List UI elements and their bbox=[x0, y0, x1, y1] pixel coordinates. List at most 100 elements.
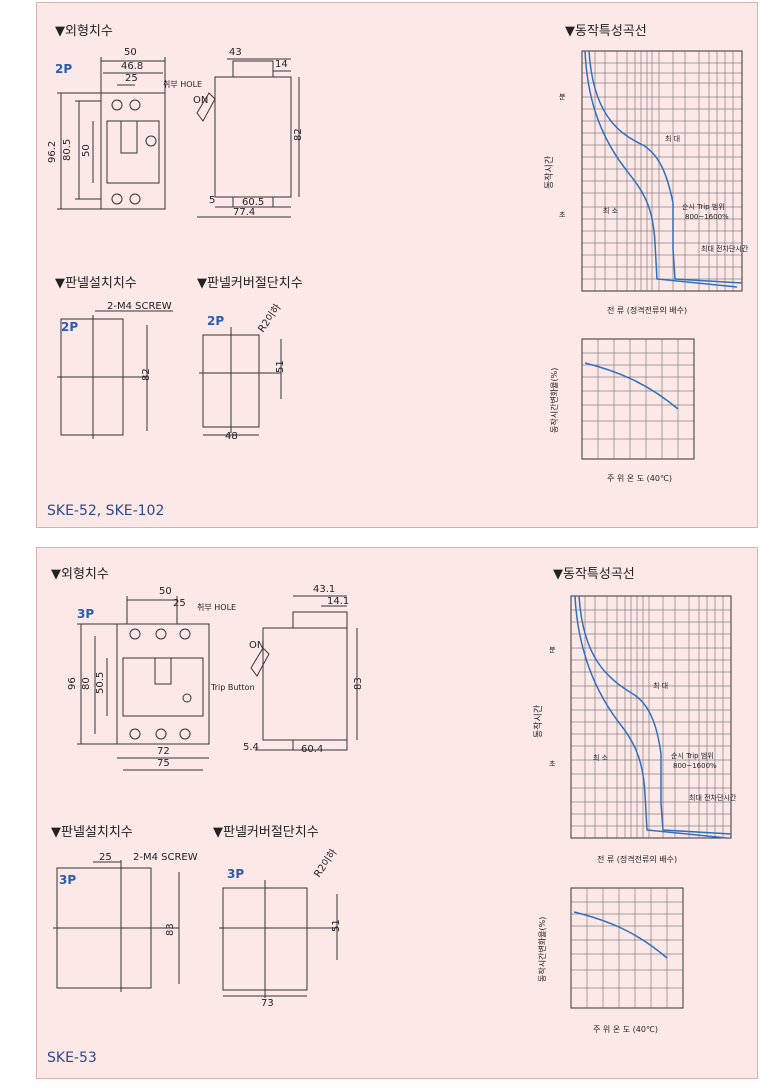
hole-label-2: 취부 HOLE bbox=[197, 603, 236, 612]
trip-range: 800~1600% bbox=[685, 213, 729, 221]
radius-label-2: R2이하 bbox=[311, 846, 340, 879]
side-view bbox=[196, 58, 300, 218]
y-axis-label: 동작시간 bbox=[544, 156, 555, 189]
x-axis-label: 전 류 (정격전류의 배수) bbox=[607, 305, 687, 315]
dim-73: 73 bbox=[261, 998, 274, 1009]
spec-panel-ske53: ▼외형치수 ▼동작특성곡선 ▼판넬설치치수 ▼판넬커버절단치수 50 25 취부… bbox=[36, 547, 758, 1079]
hole-label: 취부 HOLE bbox=[163, 80, 202, 89]
trip-button-label: Trip Button bbox=[210, 683, 255, 692]
on-label-2: ON bbox=[249, 640, 264, 651]
trip-curve-chart-2 bbox=[570, 595, 732, 839]
dim-72: 72 bbox=[157, 746, 170, 757]
dim-43-1: 43.1 bbox=[313, 584, 335, 595]
pole-label-cut: 2P bbox=[207, 314, 224, 328]
temp-y-label: 동작시간변화율(%) bbox=[549, 368, 559, 433]
dim-77-4: 77.4 bbox=[233, 207, 255, 218]
heading-curve-2: ▼동작특성곡선 bbox=[553, 567, 635, 582]
max-label-2: 최 대 bbox=[653, 681, 668, 690]
panel-cut-view-2 bbox=[219, 880, 338, 998]
dim-83-install: 83 bbox=[165, 923, 176, 936]
heading-outline: ▼외형치수 bbox=[55, 24, 113, 39]
dim-80-5: 80.5 bbox=[62, 139, 73, 161]
pole-label-2: 3P bbox=[77, 607, 94, 621]
front-view bbox=[57, 57, 166, 210]
dim-96-2: 96.2 bbox=[47, 141, 58, 163]
trip-range-2: 800~1600% bbox=[673, 762, 717, 770]
dim-82: 82 bbox=[293, 128, 304, 141]
dim-50-left: 50 bbox=[81, 144, 92, 157]
dim-46-8: 46.8 bbox=[121, 61, 143, 72]
heading-panel-install-2: ▼판넬설치치수 bbox=[51, 825, 133, 840]
y-axis-label-2: 동작시간 bbox=[533, 705, 544, 738]
screw-label-2: 2-M4 SCREW bbox=[133, 852, 198, 863]
dim-25-2: 25 bbox=[173, 598, 186, 609]
heading-panel-cut: ▼판넬커버절단치수 bbox=[197, 276, 303, 291]
temp-y-label-2: 동작시간변화율(%) bbox=[537, 917, 547, 982]
dim-51: 51 bbox=[275, 360, 286, 373]
panel-install-view-2 bbox=[53, 860, 180, 992]
x-axis-label-2: 전 류 (정격전류의 배수) bbox=[597, 854, 677, 864]
dim-14-1: 14.1 bbox=[327, 596, 349, 607]
min-curve bbox=[584, 50, 738, 288]
pole-label-install: 2P bbox=[61, 320, 78, 334]
radius-label: R2이하 bbox=[255, 301, 284, 334]
drawing-canvas-2: ▼외형치수 ▼동작특성곡선 ▼판넬설치치수 ▼판넬커버절단치수 50 25 취부… bbox=[51, 567, 737, 1034]
heading-panel-install: ▼판넬설치치수 bbox=[55, 276, 137, 291]
dim-50-5: 50.5 bbox=[95, 672, 106, 694]
pole-label-install-2: 3P bbox=[59, 873, 76, 887]
dim-80: 80 bbox=[81, 677, 92, 690]
temp-x-label-2: 주 위 온 도 (40℃) bbox=[593, 1025, 658, 1034]
temp-chart bbox=[581, 338, 695, 460]
min-curve-2 bbox=[574, 595, 728, 839]
heading-panel-cut-2: ▼판넬커버절단치수 bbox=[213, 825, 319, 840]
dim-60-4: 60.4 bbox=[301, 744, 323, 755]
max-break-label: 최대 전차단시간 bbox=[701, 244, 749, 253]
dim-14: 14 bbox=[275, 59, 288, 70]
min-label: 최 소 bbox=[603, 206, 619, 215]
panel-install-view bbox=[57, 310, 173, 439]
temp-curve-2 bbox=[573, 911, 668, 959]
temp-curve bbox=[584, 362, 679, 410]
dim-25: 25 bbox=[125, 73, 138, 84]
y-unit-min: 분 bbox=[559, 93, 566, 101]
y-unit-sec-2: 초 bbox=[549, 760, 556, 768]
spec-panel-ske52: ▼외형치수 ▼동작특성곡선 ▼판넬설치치수 ▼판넬커버절단치수 50 46.8 … bbox=[36, 2, 758, 528]
heading-outline-2: ▼외형치수 bbox=[51, 567, 109, 582]
model-caption-2: SKE-53 bbox=[47, 1050, 97, 1066]
trip-label-2: 순시 Trip 범위 bbox=[671, 751, 714, 760]
on-label: ON bbox=[193, 95, 208, 106]
side-view-2 bbox=[250, 595, 358, 751]
temp-x-label: 주 위 온 도 (40℃) bbox=[607, 474, 672, 483]
front-view-2 bbox=[77, 596, 210, 771]
dim-60-5: 60.5 bbox=[242, 197, 264, 208]
dim-5-4: 5.4 bbox=[243, 742, 259, 753]
model-caption: SKE-52, SKE-102 bbox=[47, 503, 165, 519]
max-label: 최 대 bbox=[665, 134, 680, 143]
max-curve-2 bbox=[578, 595, 732, 835]
y-unit-min-2: 분 bbox=[549, 646, 556, 654]
dim-50: 50 bbox=[124, 47, 137, 58]
dim-51-2: 51 bbox=[331, 919, 342, 932]
panel-cut-view bbox=[199, 327, 282, 436]
y-unit-sec: 초 bbox=[559, 211, 566, 219]
dim-25-install: 25 bbox=[99, 852, 112, 863]
dim-43: 43 bbox=[229, 47, 242, 58]
trip-label: 순시 Trip 범위 bbox=[682, 202, 725, 211]
dim-50-2: 50 bbox=[159, 586, 172, 597]
trip-curve-chart bbox=[581, 50, 743, 292]
pole-label-cut-2: 3P bbox=[227, 867, 244, 881]
dim-75: 75 bbox=[157, 758, 170, 769]
min-label-2: 최 소 bbox=[593, 753, 609, 762]
temp-chart-2 bbox=[570, 887, 684, 1009]
dim-82-install: 82 bbox=[141, 368, 152, 381]
pole-label: 2P bbox=[55, 62, 72, 76]
heading-curve: ▼동작특성곡선 bbox=[565, 24, 647, 39]
dim-83: 83 bbox=[353, 677, 364, 690]
drawing-canvas: ▼외형치수 ▼동작특성곡선 ▼판넬설치치수 ▼판넬커버절단치수 50 46.8 … bbox=[47, 24, 749, 483]
max-curve bbox=[588, 50, 743, 284]
dim-5: 5 bbox=[209, 195, 215, 206]
max-break-label-2: 최대 전차단시간 bbox=[689, 793, 737, 802]
dim-96: 96 bbox=[67, 677, 78, 690]
screw-label: 2-M4 SCREW bbox=[107, 301, 172, 312]
dim-48: 48 bbox=[225, 431, 238, 442]
